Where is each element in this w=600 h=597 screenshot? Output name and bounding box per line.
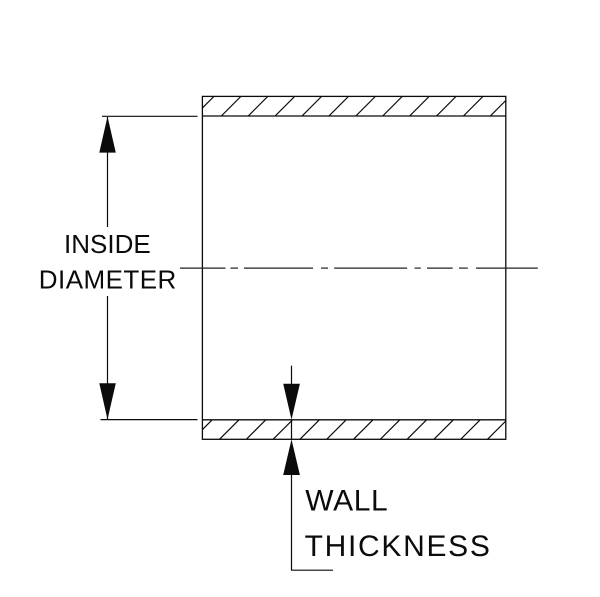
svg-text:WALL: WALL: [305, 485, 388, 518]
svg-text:DIAMETER: DIAMETER: [39, 264, 177, 294]
svg-text:THICKNESS: THICKNESS: [305, 530, 492, 563]
svg-text:INSIDE: INSIDE: [64, 229, 151, 259]
